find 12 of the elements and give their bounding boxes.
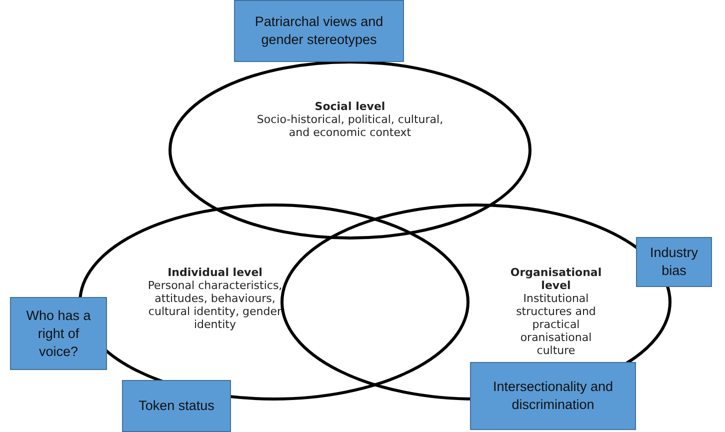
level-heading: Organisational level	[509, 266, 603, 292]
factor-box: Intersectionality and discrimination	[470, 362, 636, 430]
level-description: Personal characteristics, attitudes, behaviours, cultural identity, gender identity	[146, 279, 284, 331]
factor-box: Who has a right of voice?	[10, 297, 107, 370]
factor-box: Industry bias	[636, 237, 712, 287]
level-heading: Individual level	[166, 266, 264, 279]
level-description: Socio-historical, political, cultural, and economic context	[256, 113, 444, 139]
factor-box: Token status	[122, 380, 231, 432]
level-heading: Social level	[314, 100, 386, 113]
factor-box: Patriarchal views and gender stereotypes	[234, 0, 404, 62]
level-description: Institutional structures and practical oranisational culture	[515, 292, 597, 357]
level-ellipse	[168, 60, 532, 240]
